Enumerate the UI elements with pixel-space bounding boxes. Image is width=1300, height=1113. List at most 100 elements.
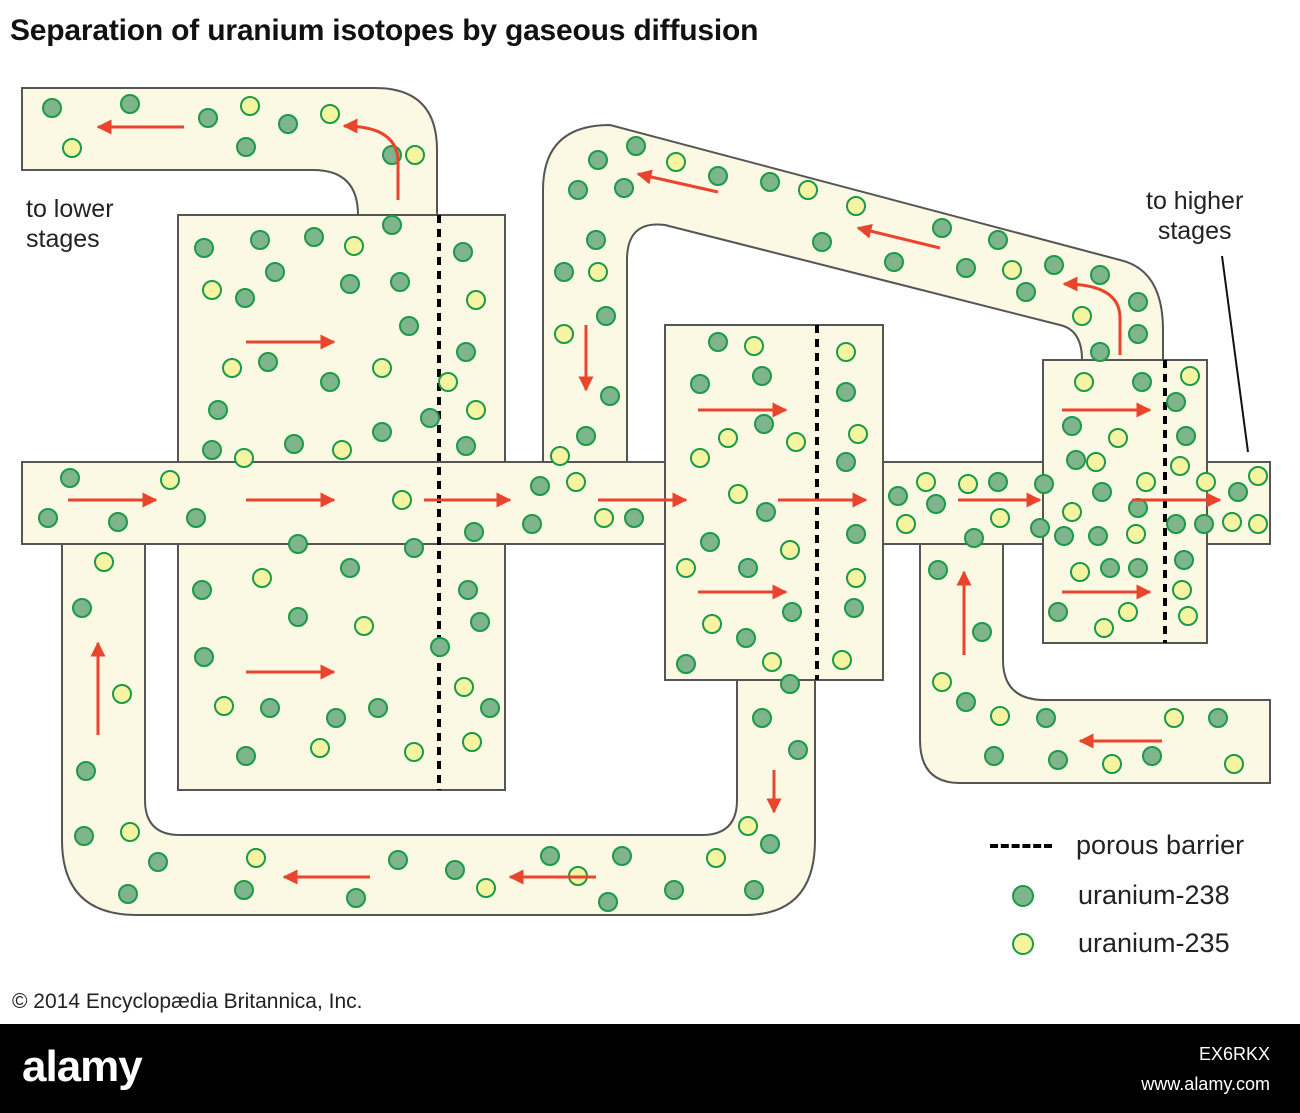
- uranium-238-particle: [788, 740, 808, 760]
- uranium-235-particle: [1248, 514, 1268, 534]
- uranium-238-particle: [836, 382, 856, 402]
- uranium-238-particle: [752, 708, 772, 728]
- watermark-bar: alamy EX6RKX www.alamy.com: [0, 1024, 1300, 1113]
- uranium-238-particle: [208, 400, 228, 420]
- uranium-238-particle: [1100, 558, 1120, 578]
- uranium-238-particle: [326, 708, 346, 728]
- uranium-235-particle: [916, 472, 936, 492]
- uranium-235-particle: [466, 290, 486, 310]
- uranium-238-particle: [258, 352, 278, 372]
- uranium-238-particle: [38, 508, 58, 528]
- copyright-notice: © 2014 Encyclopædia Britannica, Inc.: [12, 990, 363, 1013]
- uranium-238-particle: [60, 468, 80, 488]
- uranium-235-particle: [1072, 306, 1092, 326]
- uranium-235-particle: [718, 428, 738, 448]
- uranium-238-particle: [612, 846, 632, 866]
- uranium-235-particle: [554, 324, 574, 344]
- uranium-238-particle: [74, 826, 94, 846]
- upper-crossover-pipe: [542, 123, 1164, 463]
- uranium-238-particle: [194, 647, 214, 667]
- uranium-238-particle: [420, 408, 440, 428]
- uranium-238-particle: [399, 316, 419, 336]
- watermark-site: www.alamy.com: [1141, 1074, 1270, 1094]
- uranium-235-particle: [1126, 524, 1146, 544]
- uranium-235-particle: [1074, 372, 1094, 392]
- uranium-235-particle: [666, 152, 686, 172]
- uranium-238-particle: [752, 366, 772, 386]
- uranium-235-particle: [1178, 606, 1198, 626]
- uranium-235-particle: [702, 614, 722, 634]
- uranium-238-particle: [780, 674, 800, 694]
- uranium-235-particle: [1172, 580, 1192, 600]
- uranium-238-particle: [926, 494, 946, 514]
- flow-arrows: [68, 118, 1222, 885]
- uranium-238-particle: [148, 852, 168, 872]
- uranium-238-particle: [340, 558, 360, 578]
- uranium-238-particle: [390, 272, 410, 292]
- uranium-238-particle: [888, 486, 908, 506]
- flow-arrow: [1062, 276, 1122, 355]
- uranium-238-particle: [754, 414, 774, 434]
- uranium-238-particle: [744, 880, 764, 900]
- page-title: Separation of uranium isotopes by gaseou…: [10, 14, 759, 47]
- uranium-235-particle: [1108, 428, 1128, 448]
- uranium-238-particle: [304, 227, 324, 247]
- uranium-238-particle: [388, 850, 408, 870]
- uranium-238-particle: [464, 522, 484, 542]
- uranium-238-particle: [1128, 498, 1148, 518]
- legend-barrier: porous barrier: [990, 830, 1244, 861]
- uranium-235-particle: [454, 677, 474, 697]
- label-to-lower-stages: to lower stages: [26, 194, 114, 254]
- uranium-235-particle: [252, 568, 272, 588]
- uranium-238-particle: [964, 528, 984, 548]
- uranium-238-particle: [614, 178, 634, 198]
- uranium-235-particle: [462, 732, 482, 752]
- uranium-238-particle: [844, 598, 864, 618]
- uranium-238-particle: [445, 860, 465, 880]
- uranium-238-particle: [340, 274, 360, 294]
- uranium-235-particle: [372, 358, 392, 378]
- uranium-235-particle: [1118, 602, 1138, 622]
- watermark-logo: alamy: [22, 1042, 143, 1091]
- uranium-238-particle: [1066, 450, 1086, 470]
- uranium-235-particle: [846, 196, 866, 216]
- uranium-235-particle: [160, 470, 180, 490]
- uranium-235-particle: [320, 104, 340, 124]
- uranium-238-particle: [372, 422, 392, 442]
- uranium-238-particle: [1062, 416, 1082, 436]
- uranium-235-particle: [240, 96, 260, 116]
- uranium-235-particle: [728, 484, 748, 504]
- uranium-235-particle: [1164, 708, 1184, 728]
- uranium-238-particle: [198, 108, 218, 128]
- uranium-238-particle: [624, 508, 644, 528]
- uranium-238-particle: [596, 306, 616, 326]
- diffusion-cascade-diagram: [21, 87, 1271, 916]
- uranium-235-particle: [1248, 466, 1268, 486]
- legend-u235-swatch: [1012, 932, 1034, 955]
- uranium-238-particle: [1166, 514, 1186, 534]
- legend-u238-label: uranium-238: [1078, 880, 1230, 910]
- uranium-235-particle: [786, 432, 806, 452]
- legend-u235: uranium-235: [990, 928, 1230, 959]
- uranium-238-particle: [836, 452, 856, 472]
- uranium-238-particle: [626, 136, 646, 156]
- uranium-235-particle: [94, 552, 114, 572]
- uranium-238-particle: [346, 888, 366, 908]
- uranium-238-particle: [1090, 342, 1110, 362]
- uranium-238-particle: [1128, 558, 1148, 578]
- uranium-238-particle: [430, 637, 450, 657]
- uranium-238-particle: [1174, 550, 1194, 570]
- uranium-235-particle: [990, 706, 1010, 726]
- uranium-235-particle: [1196, 472, 1216, 492]
- uranium-235-particle: [706, 848, 726, 868]
- uranium-235-particle: [1102, 754, 1122, 774]
- legend-u235-label: uranium-235: [1078, 928, 1230, 958]
- flow-arrow: [342, 118, 400, 200]
- uranium-238-particle: [260, 698, 280, 718]
- uranium-235-particle: [780, 540, 800, 560]
- uranium-235-particle: [214, 696, 234, 716]
- uranium-235-particle: [932, 672, 952, 692]
- uranium-238-particle: [1166, 392, 1186, 412]
- uranium-238-particle: [1142, 746, 1162, 766]
- uranium-238-particle: [236, 746, 256, 766]
